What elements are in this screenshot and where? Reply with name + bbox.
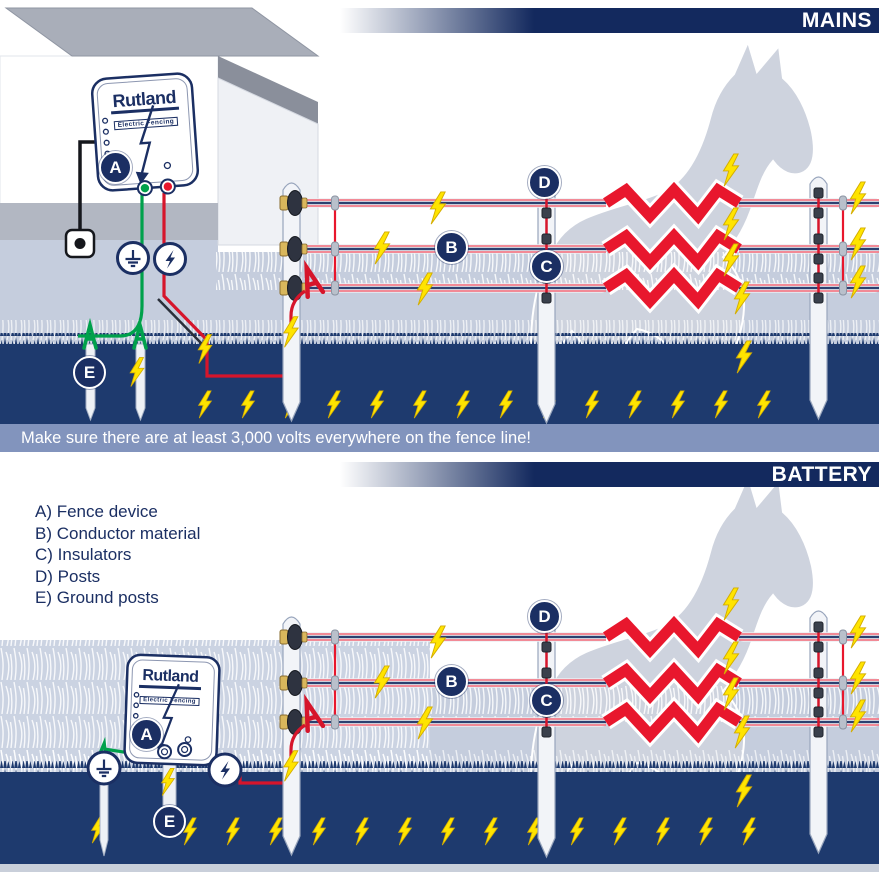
earth-icon <box>86 750 122 786</box>
badge-c-mains: C <box>530 250 563 283</box>
bolt-glyph <box>159 683 180 749</box>
lightning-icon <box>207 752 243 788</box>
legend-item-posts: D) Posts <box>35 566 101 586</box>
badge-d-mains: D <box>528 166 561 199</box>
legend-item-ground-posts: E) Ground posts <box>35 588 159 607</box>
lightning-icon <box>153 242 187 276</box>
earth-wire <box>78 193 144 338</box>
badge-e-battery: E <box>153 805 186 838</box>
earth-icon <box>116 241 150 275</box>
badge-e-mains: E <box>73 356 106 389</box>
device-brand-mains: Rutland Electric Fencing <box>102 87 189 132</box>
ground <box>0 344 879 424</box>
badge-a-battery: A <box>130 718 163 751</box>
wall-socket <box>64 228 96 259</box>
green-clamp-icon <box>132 317 148 350</box>
legend-item-insulators: C) Insulators <box>35 545 132 564</box>
ground <box>0 772 879 864</box>
battery-scene <box>0 475 879 872</box>
legend: A) Fence device B) Conductor material C)… <box>35 501 200 609</box>
device-brand-battery: Rutland Electric Fencing <box>130 667 209 708</box>
legend-item-conductor-material: B) Conductor material <box>35 523 201 543</box>
mains-scene <box>0 7 879 453</box>
bolt-glyph <box>139 104 155 177</box>
battery-banner: BATTERY <box>340 462 879 487</box>
badge-d-battery: D <box>528 600 561 633</box>
badge-b-battery: B <box>435 665 468 698</box>
terminals <box>136 178 176 197</box>
badge-a-mains: A <box>99 151 132 184</box>
green-clamp-icon <box>82 317 98 350</box>
badge-b-mains: B <box>435 231 468 264</box>
badge-c-battery: C <box>530 684 563 717</box>
terminals <box>157 741 193 760</box>
brand-name: Rutland <box>142 667 199 686</box>
brand-subtitle: Electric Fencing <box>139 695 201 706</box>
brand-subtitle: Electric Fencing <box>113 116 179 130</box>
mains-banner: MAINS <box>340 8 879 33</box>
legend-item-fence-device: A) Fence device <box>35 502 158 521</box>
power-cable <box>78 140 99 232</box>
voltage-caption: Make sure there are at least 3,000 volts… <box>0 424 879 452</box>
